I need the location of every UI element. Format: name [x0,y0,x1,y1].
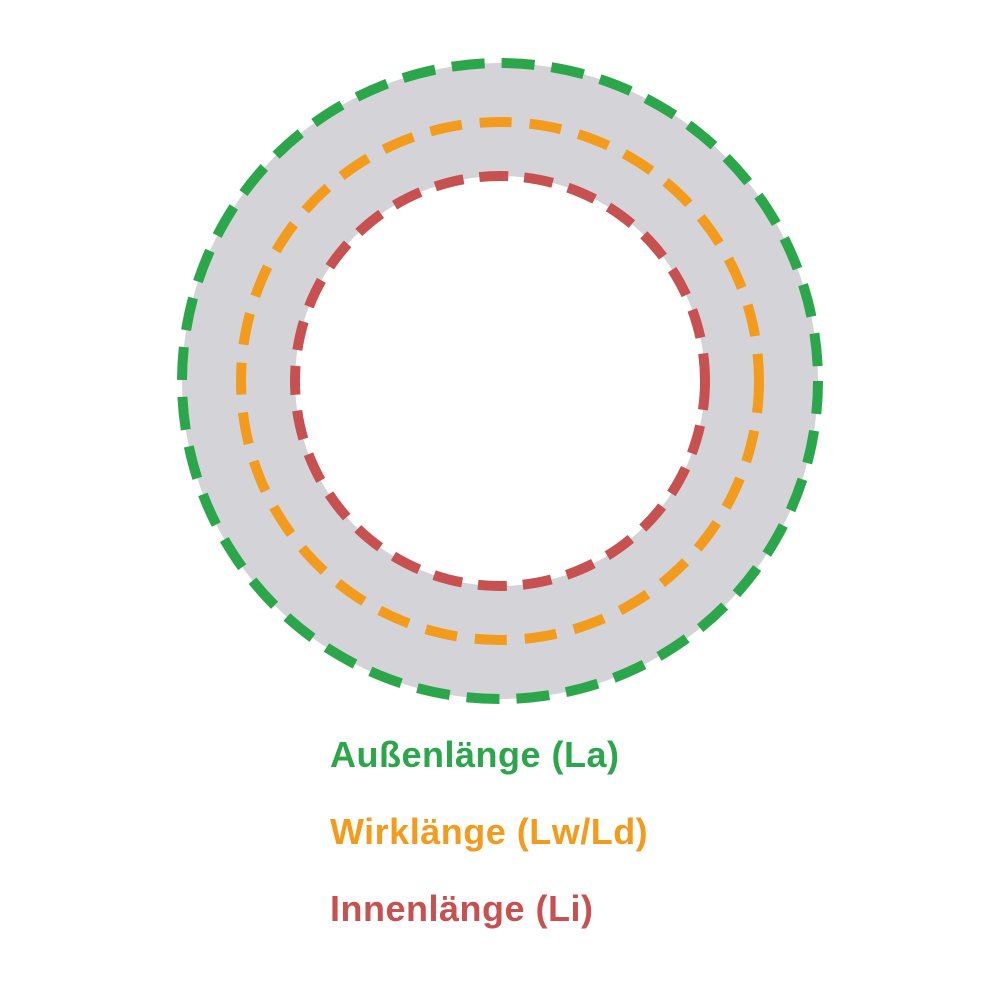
legend-outer-length-label: Außenlänge (La) [330,734,620,775]
legend-inner-length-label: Innenlänge (Li) [330,888,594,929]
legend: Außenlänge (La) Wirklänge (Lw/Ld) Innenl… [330,737,648,927]
belt-ring-hole [295,176,705,586]
effective-length-circle [236,117,764,645]
inner-length-circle [290,171,710,591]
legend-effective-length-label: Wirklänge (Lw/Ld) [330,811,649,852]
outer-length-circle [177,58,823,704]
belt-ring-graphic [177,58,823,704]
